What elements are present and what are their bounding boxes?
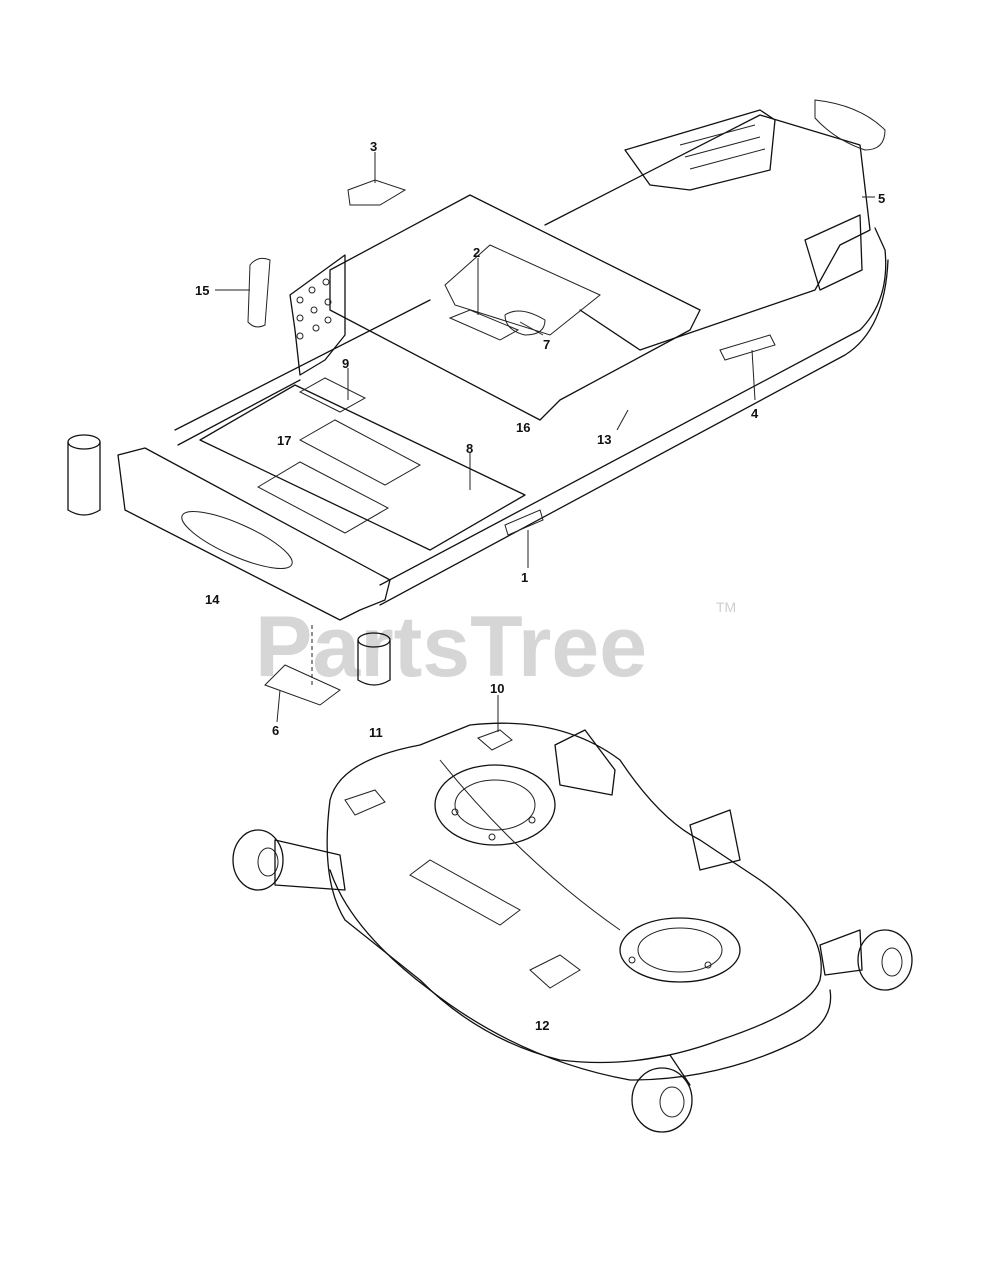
foot-pad-2: [298, 419, 422, 486]
decal-6: [264, 664, 341, 706]
callout-10: 10: [490, 681, 504, 696]
watermark-trademark: TM: [716, 599, 736, 615]
callout-4: 4: [751, 406, 759, 421]
frame-assembly: [67, 99, 889, 706]
deck-bracket-1: [554, 729, 616, 796]
callout-14: 14: [205, 592, 220, 607]
bumper-slot: [181, 511, 293, 569]
callout-11: 11: [369, 725, 383, 740]
rail-decal-1: [504, 509, 544, 536]
decal-15: [247, 257, 271, 328]
spindle-right: [619, 917, 741, 983]
callout-12: 12: [535, 1018, 549, 1033]
watermark-text: PartsTree: [255, 599, 647, 695]
left-side-bracket: [289, 254, 346, 376]
callout-1: 1: [521, 570, 528, 585]
callout-16: 16: [516, 420, 530, 435]
callout-5: 5: [878, 191, 885, 206]
mower-deck: [232, 722, 913, 1133]
deck-wheel-left: [232, 829, 346, 891]
deck-decal-10: [477, 729, 513, 751]
rear-bracket: [624, 109, 776, 191]
footrest-plate: [199, 384, 526, 551]
callout-9: 9: [342, 356, 349, 371]
seat-pan: [329, 194, 701, 421]
foot-pad-1: [256, 461, 390, 534]
leader-lines: [215, 152, 875, 732]
rear-frame: [544, 114, 871, 351]
decal-5: [814, 99, 886, 151]
callout-2: 2: [473, 245, 480, 260]
belt-cover-ridge: [439, 759, 621, 931]
deck-decal-b: [529, 954, 581, 989]
seat-pan-cutout: [444, 244, 601, 336]
callout-15: 15: [195, 283, 209, 298]
deck-shell: [326, 722, 822, 1064]
deck-bracket-2: [689, 809, 741, 871]
frame-rail-right: [379, 227, 889, 606]
frame-rail-left: [174, 299, 431, 446]
left-caster-mount: [67, 434, 101, 516]
deck-decal-a: [344, 789, 386, 816]
right-caster-mount: [357, 632, 391, 686]
callout-13: 13: [597, 432, 611, 447]
decal-3: [347, 179, 407, 206]
callout-17: 17: [277, 433, 291, 448]
deck-slot: [409, 859, 521, 926]
callout-3: 3: [370, 139, 377, 154]
deck-wheel-front: [631, 1054, 693, 1133]
callout-7: 7: [543, 337, 550, 352]
watermark: PartsTree TM: [255, 599, 736, 695]
rail-decal-4: [719, 334, 776, 361]
callouts: 1 2 3 4 5 6 7 8 9 10 11 12 13 14 15 16 1…: [195, 139, 885, 1033]
seat-pan-slot: [504, 310, 546, 336]
deck-skirt: [329, 869, 832, 1081]
seat-pan-pad: [448, 309, 520, 341]
callout-8: 8: [466, 441, 473, 456]
foot-pad-3: [298, 377, 367, 413]
bracket-holes: [296, 278, 332, 340]
callout-6: 6: [272, 723, 279, 738]
front-bumper: [117, 447, 391, 621]
rear-upright: [804, 214, 863, 291]
deck-wheel-right: [819, 929, 913, 991]
spindle-left: [434, 764, 556, 846]
rear-bracket-slots: [679, 124, 766, 170]
